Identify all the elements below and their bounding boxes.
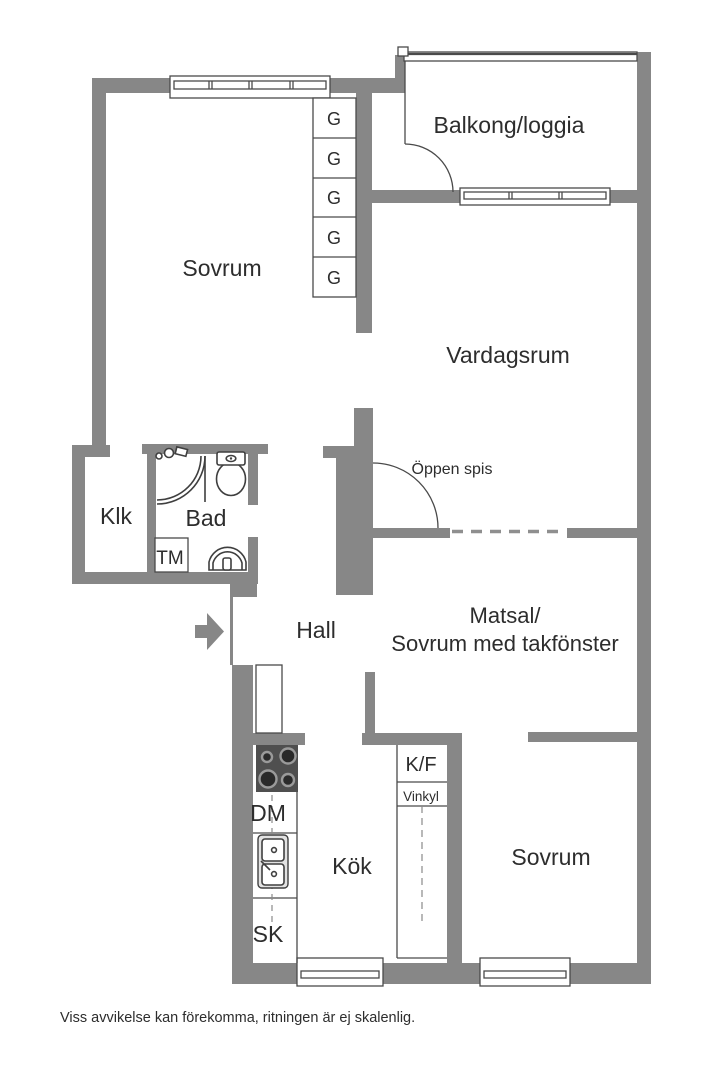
room-label-tm: TM: [156, 548, 183, 569]
label-wine-cooler: Vinkyl: [403, 789, 439, 804]
wardrobe-label: G: [327, 109, 341, 129]
wardrobe-label: G: [327, 149, 341, 169]
room-label-bedroom-nw: Sovrum: [182, 255, 261, 281]
label-fridge: K/F: [405, 754, 436, 776]
sink-bath-icon: [208, 546, 247, 571]
room-label-kitchen: Kök: [332, 853, 372, 879]
wardrobe-column: G G G G G: [312, 97, 357, 298]
wardrobe-label: G: [327, 188, 341, 208]
balcony-railing: [397, 46, 638, 144]
label-cleaning: SK: [253, 921, 284, 947]
window-kitchen: [296, 957, 384, 987]
wardrobe-label: G: [327, 268, 341, 288]
hall-cabinet: [255, 664, 283, 734]
window-balcony: [459, 187, 611, 206]
window-north: [169, 75, 331, 99]
room-label-klk: Klk: [100, 503, 132, 529]
label-dishwasher: DM: [250, 800, 286, 826]
fridge-column: [396, 745, 447, 959]
walls: [72, 52, 651, 984]
balcony-door-arc: [404, 143, 454, 193]
toilet-icon: [215, 451, 247, 497]
sink-kitchen-icon: [257, 834, 289, 889]
room-label-bedroom-se: Sovrum: [511, 844, 590, 870]
fireplace-arc: [372, 462, 439, 529]
window-bedroom-se: [479, 957, 571, 987]
room-label-balcony: Balkong/loggia: [434, 112, 585, 138]
stove-icon: [256, 745, 298, 792]
room-label-hall: Hall: [296, 617, 336, 643]
label-fireplace: Öppen spis: [412, 460, 493, 478]
entrance-arrow-icon: [195, 613, 224, 650]
wardrobe-label: G: [327, 228, 341, 248]
room-label-living: Vardagsrum: [446, 342, 570, 368]
washing-machine-box: [154, 537, 189, 573]
room-label-dining-1: Matsal/: [470, 603, 542, 628]
room-label-bad: Bad: [186, 505, 227, 531]
footer-note: Viss avvikelse kan förekomma, ritningen …: [60, 1010, 415, 1026]
shower-icon: [155, 445, 206, 505]
room-label-dining-2: Sovrum med takfönster: [391, 631, 618, 656]
